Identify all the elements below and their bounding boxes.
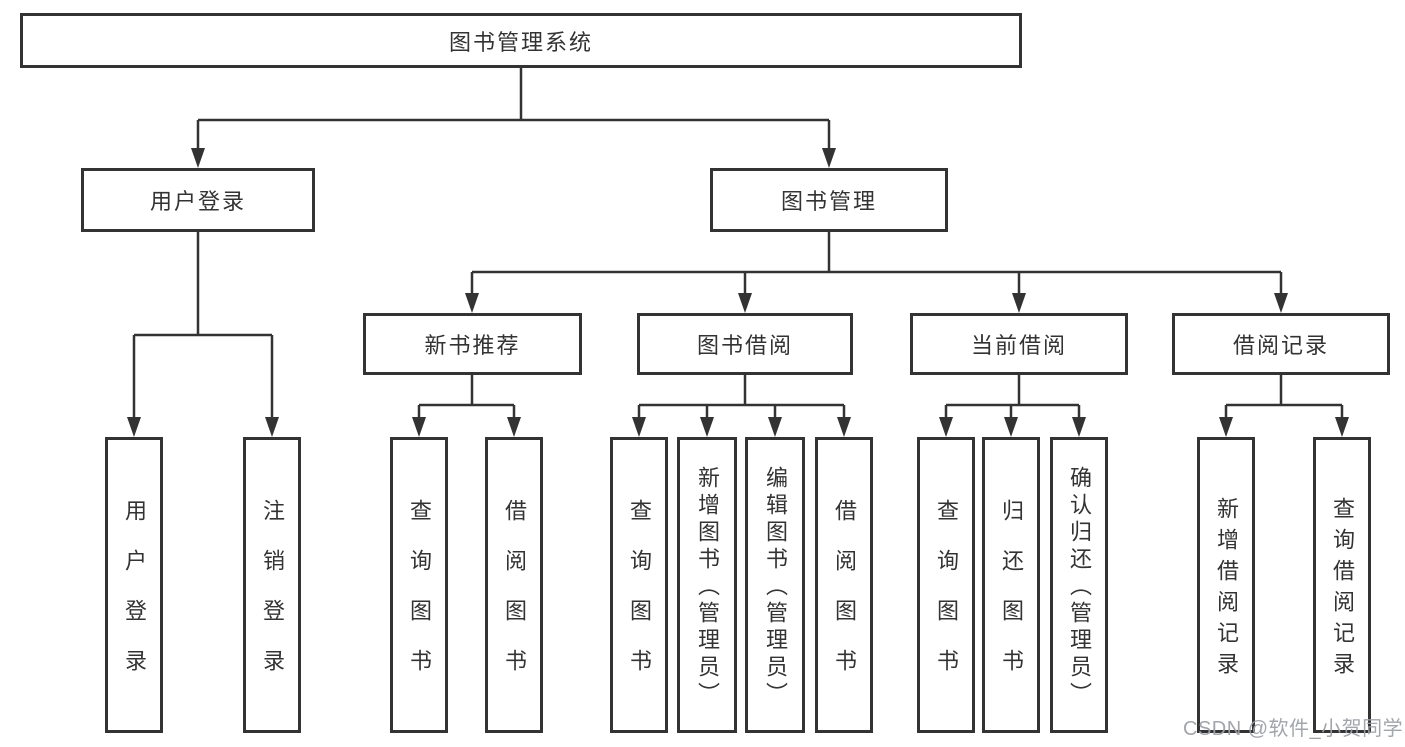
leaf-current-query-books: 查询图书 [917,437,975,733]
edge-current-to-leaves [944,375,1081,420]
leaf-newrec-borrow-books: 借阅图书 [485,437,543,733]
node-book-management: 图书管理 [710,168,948,232]
leaf-newrec-query-books: 查询图书 [390,437,448,733]
leaf-add-borrow-record: 新增借阅记录 [1197,437,1255,733]
edge-records-to-leaves [1224,375,1344,420]
leaf-add-book-admin: 新增图书（管理员） [677,437,737,733]
edge-borrow-to-leaves [637,375,846,420]
node-book-borrowing: 图书借阅 [637,313,853,375]
node-borrowing-records: 借阅记录 [1172,313,1390,375]
leaf-user-login: 用户登录 [105,437,163,733]
leaf-confirm-return-admin: 确认归还（管理员） [1050,437,1108,733]
node-root: 图书管理系统 [20,13,1022,68]
leaf-return-books: 归还图书 [982,437,1040,733]
leaf-borrowing-borrow-books: 借阅图书 [815,437,873,733]
csdn-watermark: CSDN @软件_小贺同学 [1183,718,1404,740]
leaf-query-borrow-record: 查询借阅记录 [1313,437,1371,733]
leaf-logout: 注销登录 [243,437,301,733]
edge-newrec-to-leaves [417,375,516,420]
node-current-borrowing: 当前借阅 [910,313,1128,375]
arrowheads [127,148,1349,437]
edge-userlogin-to-leaves [132,232,274,420]
node-new-book-recommend: 新书推荐 [363,313,582,375]
leaf-borrowing-query-books: 查询图书 [610,437,668,733]
edge-bookmgmt-to-level3 [470,232,1283,296]
node-user-login: 用户登录 [81,168,315,232]
edge-root-to-level2 [196,68,831,150]
leaf-edit-book-admin: 编辑图书（管理员） [745,437,805,733]
